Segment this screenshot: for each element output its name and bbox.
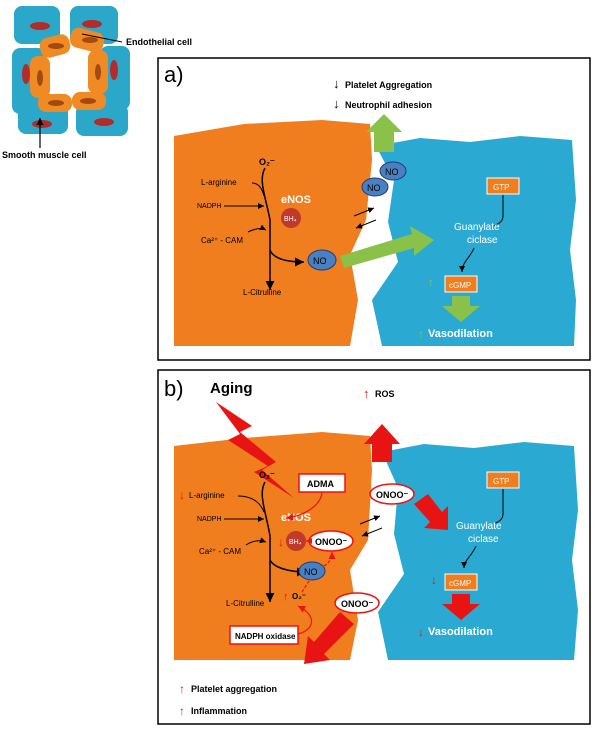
guanylate-a-2: ciclase — [467, 235, 498, 246]
smooth-muscle-label: Smooth muscle cell — [2, 150, 87, 160]
svg-text:↑: ↑ — [179, 682, 185, 696]
effect-neutrophil-a: Neutrophil adhesion — [345, 100, 432, 110]
svg-text:NO: NO — [304, 567, 318, 577]
svg-text:↓: ↓ — [179, 488, 185, 502]
svg-text:GTP: GTP — [493, 183, 509, 192]
guanylate-b-2: ciclase — [468, 534, 499, 545]
svg-text:↑: ↑ — [283, 591, 289, 603]
panel-a-letter: a) — [164, 62, 184, 87]
ros-label: ROS — [375, 389, 395, 399]
svg-text:cGMP: cGMP — [449, 281, 471, 290]
gtp-a — [486, 177, 520, 195]
svg-text:↑: ↑ — [363, 386, 370, 401]
onoo-arrow-to-muscle — [414, 494, 448, 530]
bh4-b — [286, 531, 306, 551]
cgmp-a — [444, 275, 478, 293]
svg-text:↓: ↓ — [418, 625, 424, 639]
effect-inflammation-b: Inflammation — [191, 706, 247, 716]
svg-text:↑: ↑ — [428, 275, 434, 289]
svg-text:↓: ↓ — [333, 96, 340, 111]
outcome-a: Vasodilation — [428, 328, 493, 340]
enos-a: eNOS — [281, 194, 311, 206]
nadph-oxidase-box — [229, 625, 299, 645]
svg-text:NO: NO — [367, 183, 381, 193]
endothelial-cell-a — [174, 120, 372, 346]
svg-text:↓: ↓ — [333, 76, 340, 91]
enos-b: eNOS — [281, 512, 311, 524]
outcome-b: Vasodilation — [428, 626, 493, 638]
substrate-larginine-b: L-arginine — [189, 491, 225, 500]
svg-text:↓: ↓ — [431, 573, 437, 587]
down-green-arrow — [442, 296, 480, 322]
svg-text:NO: NO — [313, 256, 327, 266]
o2-a: O₂⁻ — [259, 157, 275, 167]
product-b: L-Citrulline — [226, 599, 265, 608]
bh4-a — [281, 208, 301, 228]
o2-local-b: O₂⁻ — [292, 592, 306, 601]
svg-text:↑: ↑ — [179, 704, 185, 718]
svg-text:cGMP: cGMP — [449, 579, 471, 588]
no-molecule-top — [379, 161, 407, 181]
svg-text:ADMA: ADMA — [307, 479, 334, 489]
ros-up-arrow — [364, 424, 400, 462]
panel-b-letter: b) — [164, 376, 184, 401]
aging-lightning-icon — [216, 402, 294, 498]
adma-box — [298, 473, 346, 493]
svg-text:ONOO⁻: ONOO⁻ — [315, 537, 348, 547]
svg-text:ONOO⁻: ONOO⁻ — [376, 490, 409, 500]
onoo-smooth-muscle — [369, 483, 415, 505]
inflammation-down-arrow — [304, 612, 354, 664]
effect-platelet-b: Platelet aggregation — [191, 684, 277, 694]
diffusion-arrow-a — [340, 226, 434, 268]
guanylate-a-1: Guanylate — [454, 222, 500, 233]
smooth-muscle-cell-a — [372, 136, 576, 346]
substrate-larginine-a: L-arginine — [201, 178, 237, 187]
guanylate-b-1: Guanylate — [456, 521, 502, 532]
svg-text:BH₄: BH₄ — [284, 216, 297, 223]
vessel-inset — [12, 6, 130, 136]
effect-platelet-a: Platelet Aggregation — [345, 80, 432, 90]
onoo-lower — [334, 592, 380, 614]
endothelial-pointer — [81, 33, 123, 43]
no-molecule-main — [307, 249, 337, 271]
svg-text:BH₄: BH₄ — [289, 539, 302, 546]
aging-label: Aging — [210, 380, 253, 397]
svg-text:NO: NO — [385, 167, 399, 177]
substrate-cacam-b: Ca²⁺ - CAM — [199, 547, 241, 556]
up-green-arrow — [366, 114, 402, 152]
o2-b: O₂⁻ — [259, 470, 275, 480]
gtp-b — [486, 471, 520, 489]
svg-text:GTP: GTP — [493, 477, 509, 486]
endothelial-label: Endothelial cell — [126, 37, 192, 47]
svg-text:↑: ↑ — [418, 327, 424, 341]
svg-text:↓: ↓ — [278, 535, 284, 549]
no-molecule-mid — [361, 177, 389, 197]
no-molecule-b — [298, 561, 326, 581]
substrate-cacam-a: Ca²⁺ - CAM — [201, 236, 243, 245]
cgmp-b — [444, 573, 478, 591]
product-a: L-Citrulline — [243, 288, 282, 297]
down-red-arrow — [442, 594, 480, 620]
svg-text:NADPH oxidase: NADPH oxidase — [235, 632, 296, 641]
substrate-nadph-a: NADPH — [197, 203, 222, 210]
svg-text:ONOO⁻: ONOO⁻ — [341, 599, 374, 609]
substrate-nadph-b: NADPH — [197, 516, 222, 523]
